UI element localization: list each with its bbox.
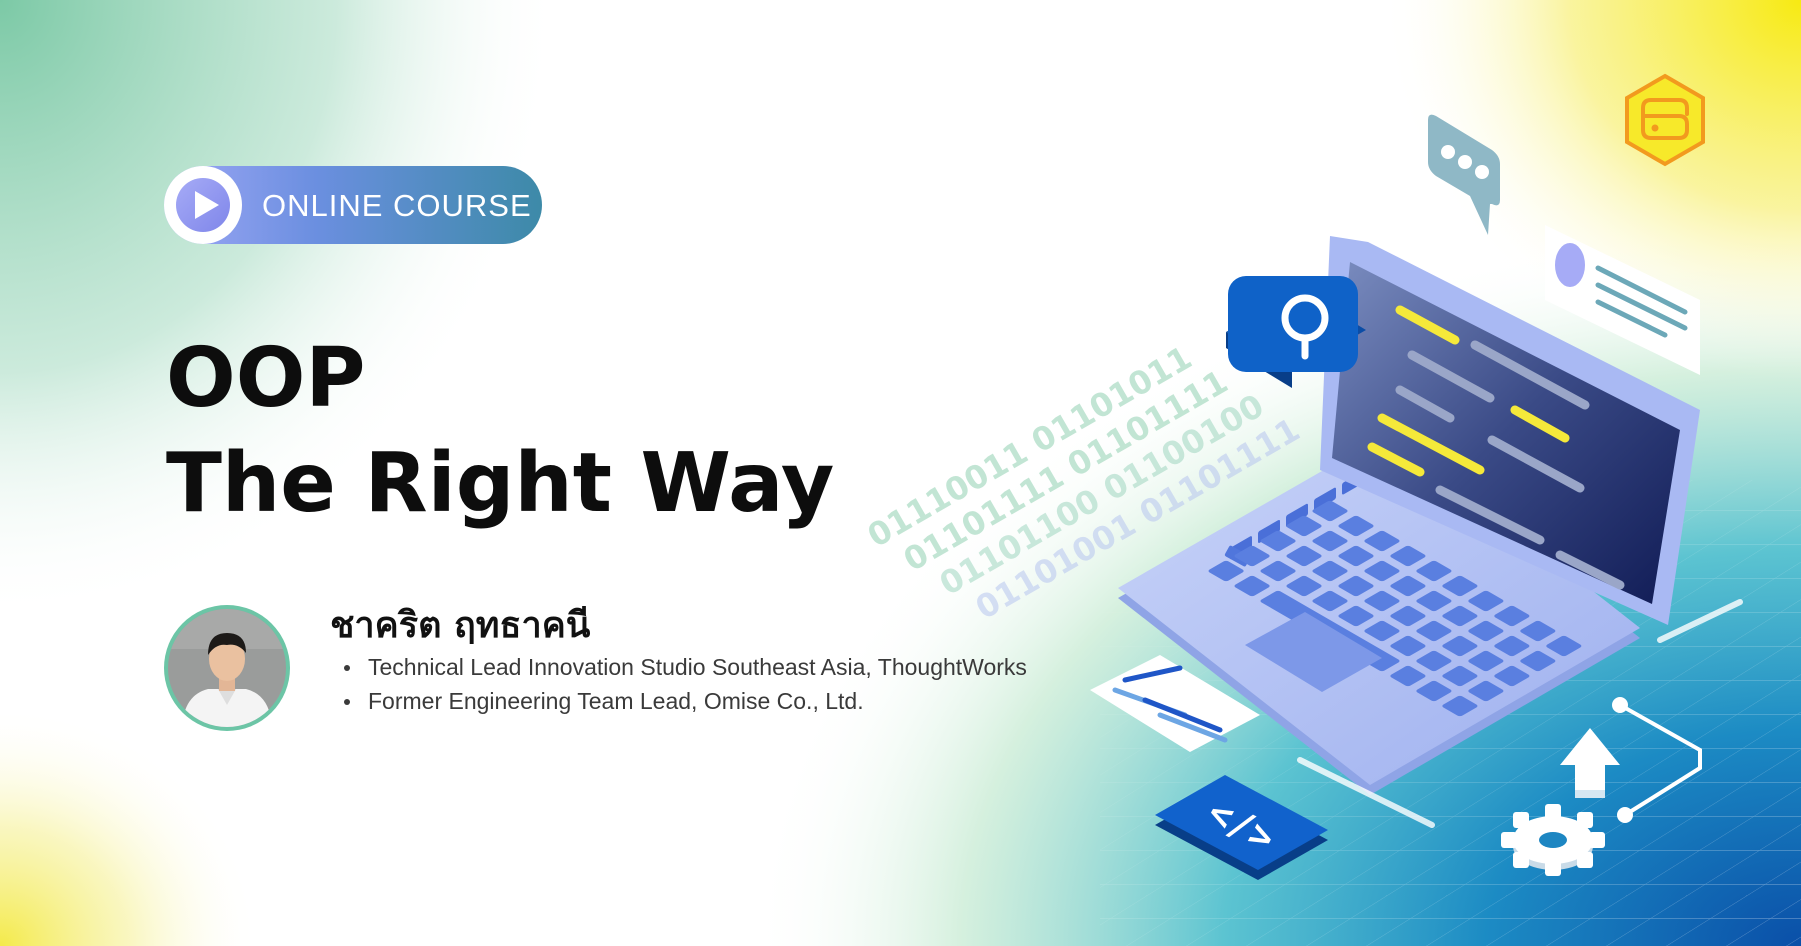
document-card-icon — [1090, 655, 1260, 752]
connector-line — [1612, 697, 1702, 823]
speaker-role: Technical Lead Innovation Studio Southea… — [330, 650, 1027, 684]
course-title-line-1: OOP — [166, 331, 366, 426]
touchpad — [1245, 612, 1382, 692]
profile-card-icon — [1545, 225, 1700, 375]
course-title-line-2: The Right Way — [166, 436, 835, 531]
gear-icon — [1501, 804, 1605, 876]
play-icon — [195, 191, 219, 219]
avatar — [164, 605, 290, 731]
badge-label: ONLINE COURSE — [262, 188, 532, 223]
laptop-icon — [1118, 236, 1700, 795]
arrow-up-icon — [1560, 728, 1620, 798]
speaker-roles: Technical Lead Innovation Studio Southea… — [330, 650, 1027, 718]
chat-bubble-icon — [1428, 114, 1500, 235]
light-streaks — [1297, 599, 1743, 828]
code-icon: </> — [1155, 775, 1328, 880]
search-icon — [1226, 276, 1366, 388]
brand-logo-icon — [1625, 73, 1705, 167]
speaker-role: Former Engineering Team Lead, Omise Co.,… — [330, 684, 1027, 718]
speaker-photo — [168, 609, 286, 727]
laptop-screen — [1332, 262, 1680, 604]
speaker-name: ชาคริต ฤทธาคนี — [330, 605, 591, 646]
